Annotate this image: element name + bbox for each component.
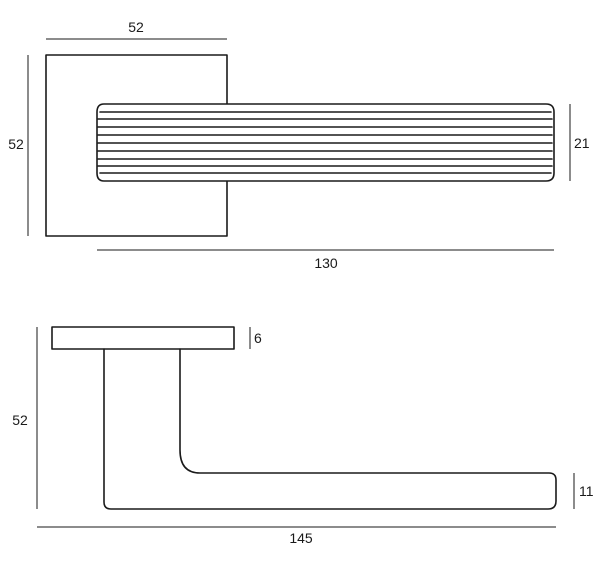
rose-plate-outline	[51, 326, 235, 350]
dim-label-lever-length: 130	[314, 255, 338, 271]
lever-grooves	[97, 111, 553, 174]
dim-label-lever-height: 21	[574, 135, 590, 151]
dim-label-rose-height: 52	[8, 136, 24, 152]
dim-label-side-height: 52	[12, 412, 28, 428]
lever-profile-outline	[103, 348, 557, 510]
dim-label-overall-length: 145	[289, 530, 313, 546]
dim-label-rose-width: 52	[128, 19, 144, 35]
dim-label-lever-end-thickness: 11	[579, 483, 594, 499]
dim-label-rose-thickness: 6	[254, 330, 262, 346]
side-view: 6 52 11 145	[12, 326, 594, 546]
top-view: 52 52 21 130	[8, 19, 590, 271]
